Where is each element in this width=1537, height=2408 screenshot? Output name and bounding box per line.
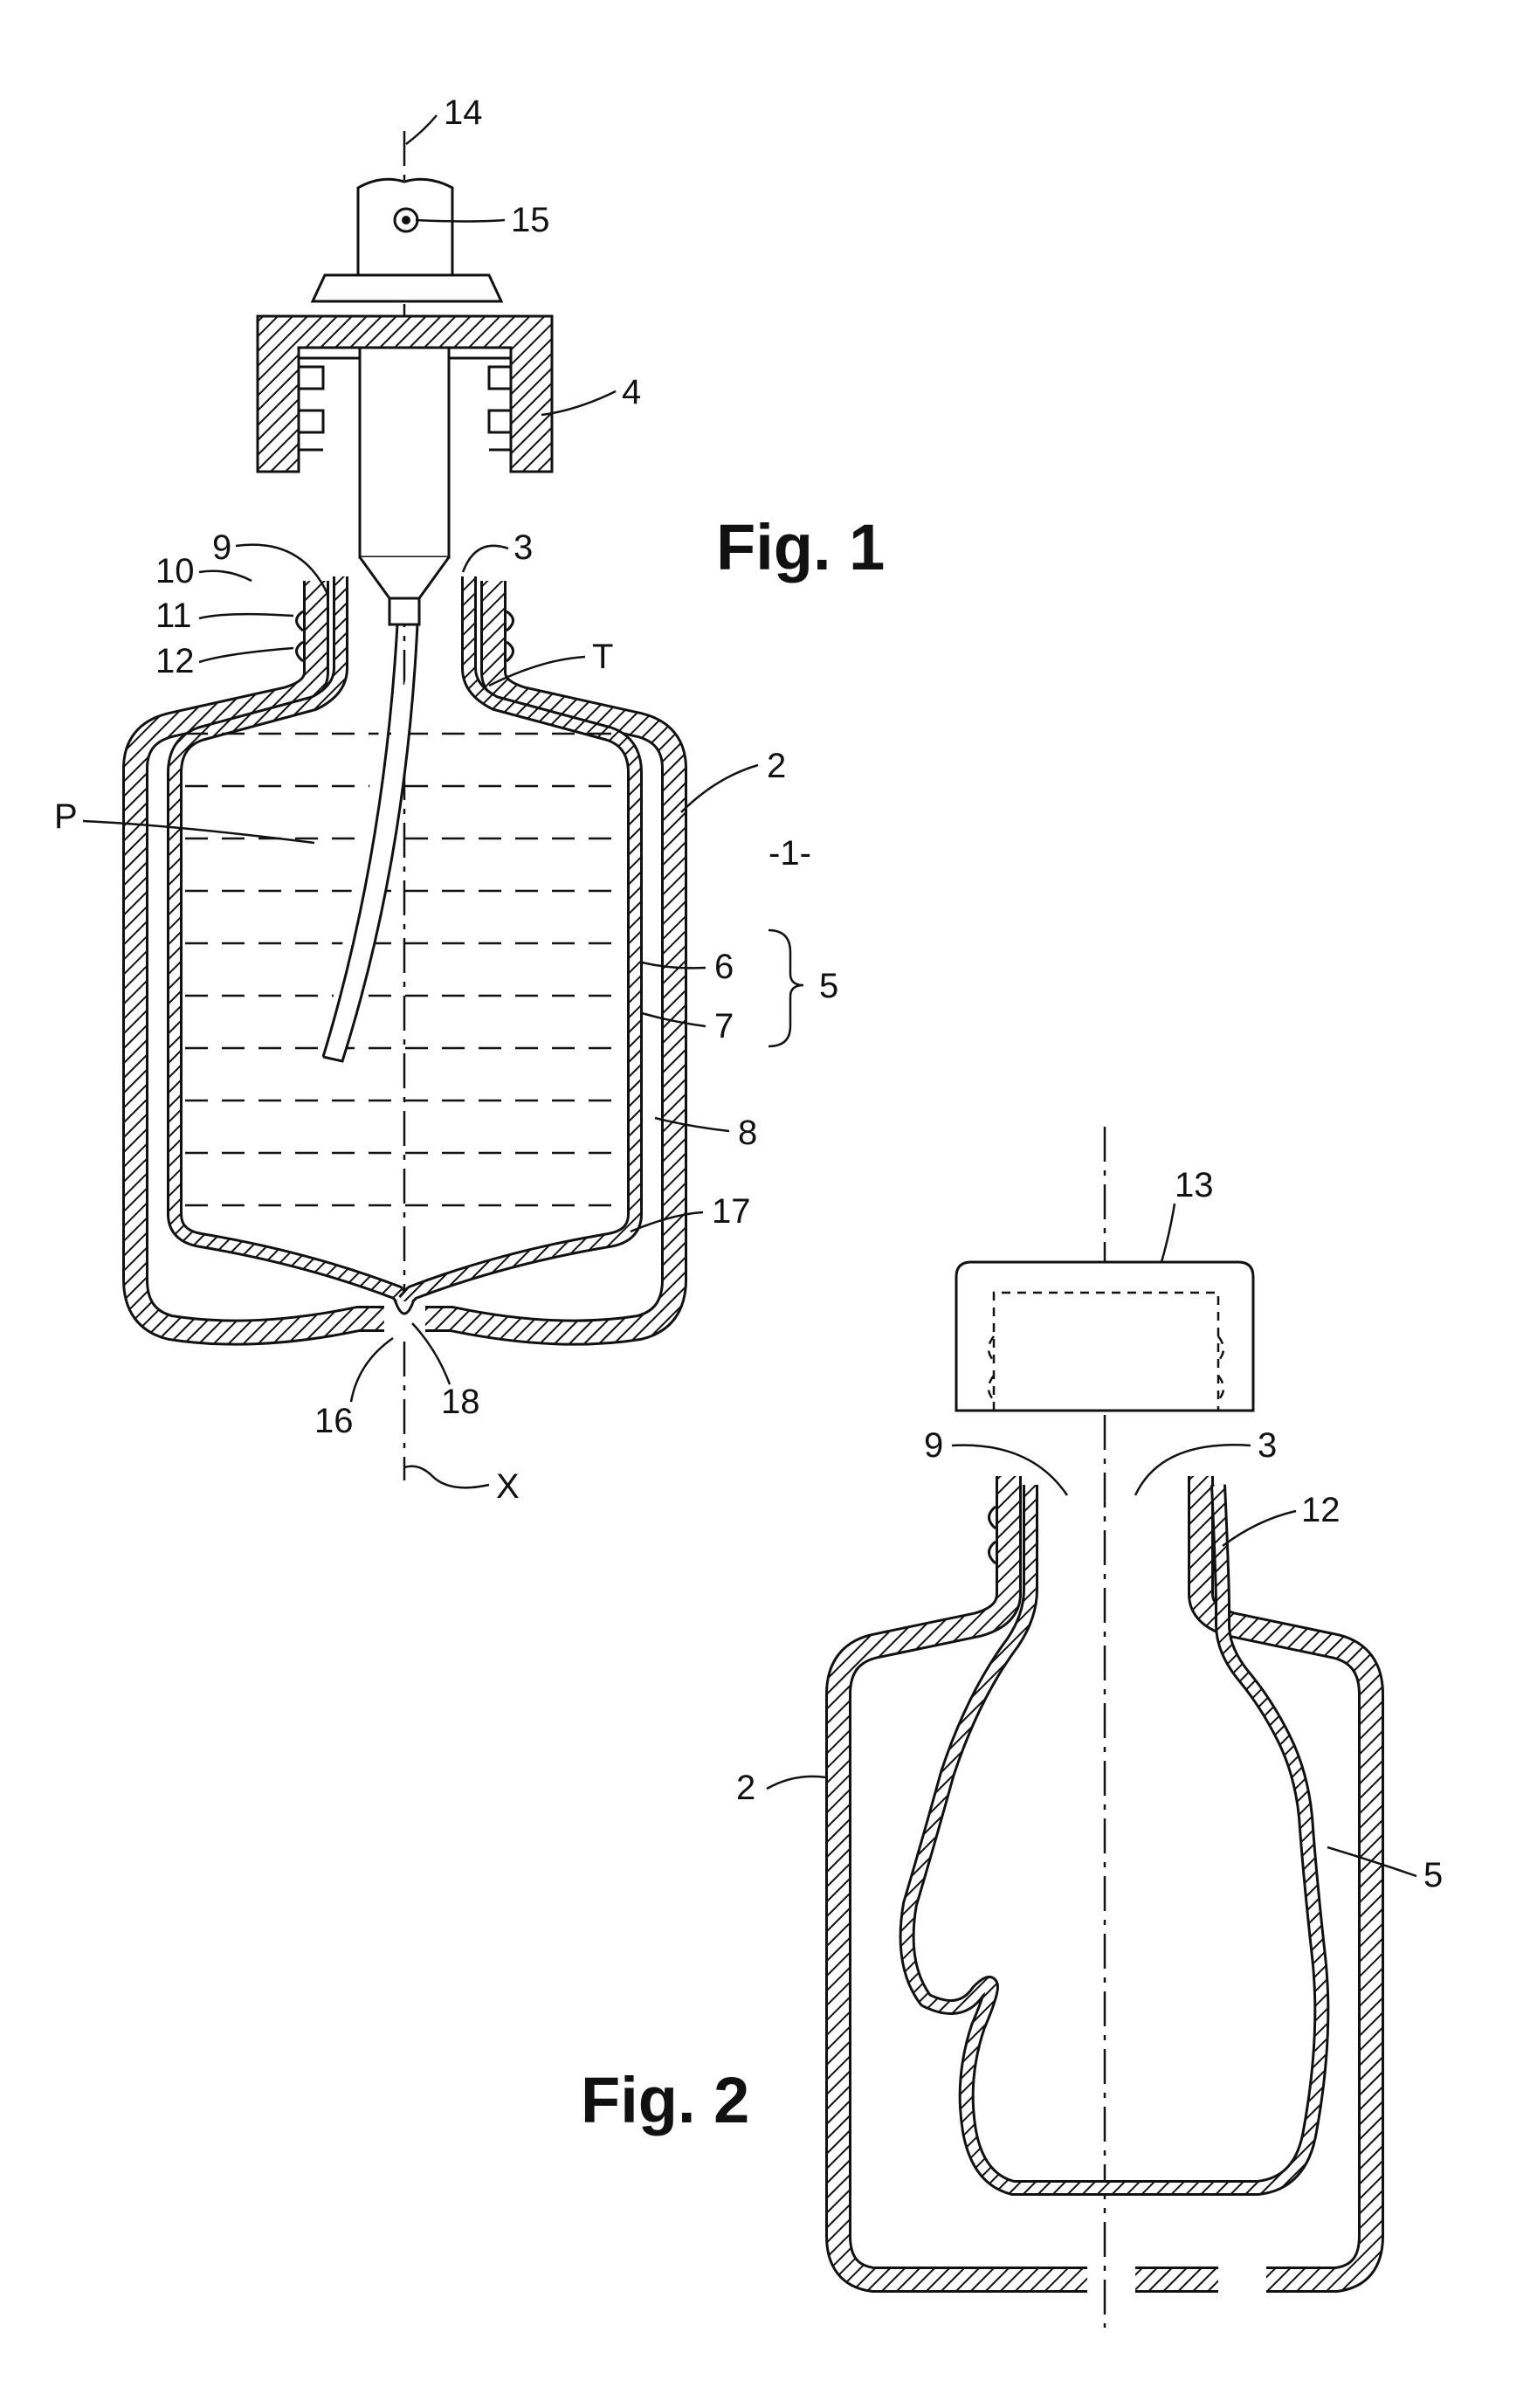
pump-body-taper	[360, 557, 449, 598]
label-6: 6	[714, 948, 734, 986]
figure-2: Fig. 2 13 9 3 12 2 5	[581, 1127, 1443, 2328]
label-17: 17	[712, 1192, 751, 1231]
label-12-fig2: 12	[1301, 1491, 1341, 1529]
label-11: 11	[155, 597, 192, 635]
collapsed-bag-5	[907, 1485, 1322, 2188]
pump-body	[360, 348, 449, 557]
leader-14	[406, 115, 437, 144]
leader-15	[416, 220, 505, 222]
label-9: 9	[212, 528, 231, 567]
label-16: 16	[314, 1402, 354, 1440]
leader-16	[351, 1338, 393, 1402]
label-14: 14	[444, 93, 483, 132]
leader-3	[463, 546, 508, 572]
pump-inlet	[389, 598, 419, 624]
label-X: X	[496, 1467, 520, 1506]
brace-5	[768, 930, 803, 1046]
label-8: 8	[738, 1114, 757, 1152]
figure-1-caption: Fig. 1	[716, 511, 885, 583]
label-2: 2	[767, 747, 786, 785]
label-1: -1-	[768, 834, 811, 873]
label-9-fig2: 9	[924, 1426, 943, 1465]
label-4: 4	[622, 373, 641, 411]
label-13: 13	[1175, 1166, 1214, 1204]
figure-1: Fig. 1 14 15 4 9 3 10 11 12 T 2 P -1- 6 …	[54, 93, 885, 1506]
leader-10	[199, 571, 252, 581]
label-3-fig2: 3	[1258, 1426, 1277, 1465]
label-15: 15	[511, 201, 550, 239]
label-2-fig2: 2	[736, 1769, 755, 1807]
label-5-fig2: 5	[1423, 1856, 1443, 1894]
label-5: 5	[819, 967, 838, 1005]
leader-13	[1161, 1204, 1175, 1262]
pump-collar	[313, 275, 501, 301]
leader-X	[404, 1466, 489, 1488]
label-P: P	[54, 797, 78, 836]
label-3: 3	[513, 528, 533, 567]
label-7: 7	[714, 1007, 734, 1045]
label-18: 18	[441, 1383, 480, 1421]
leader-12	[199, 648, 293, 662]
leader-2	[681, 765, 758, 812]
leader-12-fig2	[1223, 1511, 1296, 1546]
label-10: 10	[155, 552, 195, 590]
label-T: T	[592, 638, 613, 676]
leader-11	[199, 614, 293, 618]
cap-13	[956, 1262, 1253, 1411]
nozzle-orifice-center	[402, 216, 410, 224]
leader-2-fig2	[767, 1777, 826, 1789]
pump-button	[358, 179, 452, 279]
label-12: 12	[155, 642, 195, 680]
figure-2-caption: Fig. 2	[581, 2064, 749, 2136]
